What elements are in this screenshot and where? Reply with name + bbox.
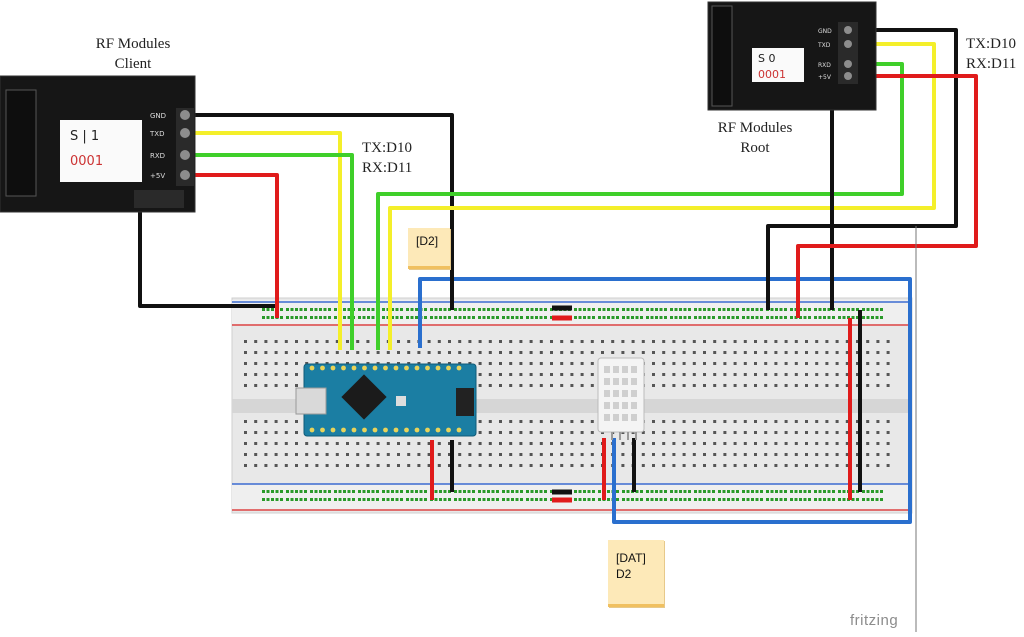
d2-note: [D2] — [408, 228, 450, 269]
arduino-nano — [295, 363, 477, 437]
client-pin-rxd: RXD — [150, 152, 165, 160]
client-module-id: 0001 — [70, 154, 103, 169]
dat-note-line1: DAT — [619, 551, 643, 565]
client-txrx-line2: RX:D11 — [362, 160, 413, 176]
client-title: RF Modules Client — [68, 34, 198, 74]
client-title-line1: RF Modules — [95, 36, 171, 52]
data-wire — [418, 277, 912, 524]
client-vcc-wire — [178, 173, 279, 318]
root-rf-module: S 0 0001 GND TXD RXD +5V — [707, 1, 877, 111]
root-module-label: S 0 — [758, 52, 775, 65]
client-txrx-line1: TX:D10 — [362, 140, 412, 156]
client-tx-wire — [178, 131, 342, 350]
root-gnd-wire — [766, 28, 958, 310]
breadboard — [231, 297, 913, 514]
dat-note-line2: D2 — [616, 567, 632, 581]
client-rx-wire — [178, 153, 354, 350]
client-title-line2: Client — [114, 56, 152, 72]
root-rx-wire — [376, 62, 904, 350]
client-pin-5v: +5V — [150, 172, 165, 180]
root-module-id: 0001 — [758, 68, 786, 81]
root-pin-rxd: RXD — [818, 62, 831, 69]
client-pin-gnd: GND — [150, 112, 166, 120]
fritzing-logo: fritzing — [850, 612, 899, 629]
root-tx-wire — [388, 42, 936, 350]
client-gnd-wire — [178, 113, 454, 310]
d2-note-text: D2 — [419, 234, 435, 248]
wires — [138, 28, 978, 524]
client-pin-txd: TXD — [149, 130, 164, 138]
root-pin-gnd: GND — [818, 28, 832, 35]
root-pin-txd: TXD — [817, 42, 831, 49]
client-txrx: TX:D10 RX:D11 — [362, 138, 412, 178]
client-rf-module: S | 1 0001 GND TXD RXD +5V — [0, 75, 196, 213]
root-title-line1: RF Modules — [717, 120, 793, 136]
root-pin-5v: +5V — [818, 74, 832, 81]
root-txrx-line2: RX:D11 — [966, 56, 1017, 72]
dht-sensor — [597, 357, 645, 440]
dat-note: [DAT] D2 — [608, 540, 664, 607]
root-txrx: TX:D10 RX:D11 — [966, 34, 1016, 74]
root-txrx-line1: TX:D10 — [966, 36, 1016, 52]
client-module-label: S | 1 — [70, 129, 99, 144]
root-title: RF Modules Root — [690, 118, 820, 158]
root-title-line2: Root — [740, 140, 770, 156]
root-vcc-wire — [796, 74, 978, 318]
arduino-pins — [309, 365, 462, 433]
